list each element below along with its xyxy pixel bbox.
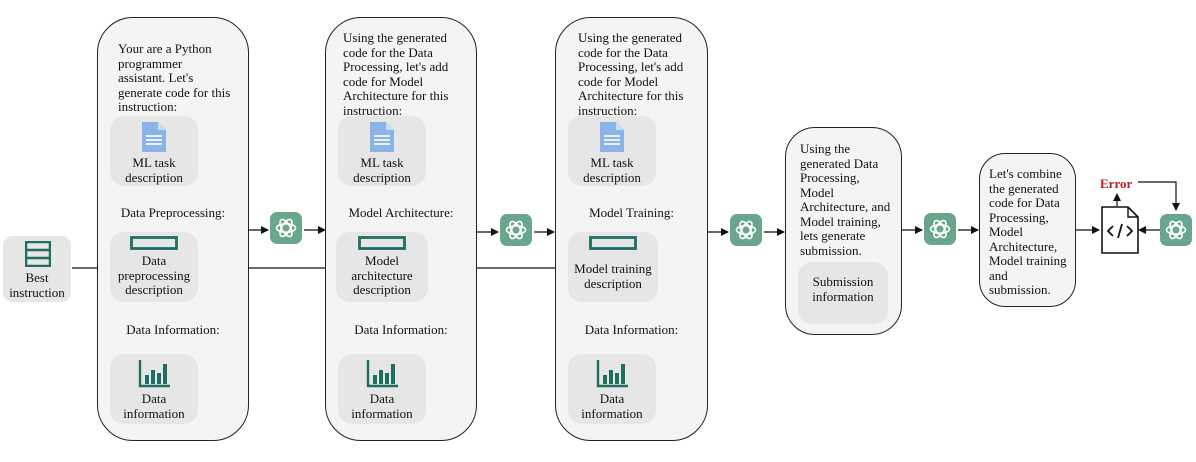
panel-combine: Let's combine the generated code for Dat… — [979, 153, 1076, 307]
document-icon — [600, 122, 624, 152]
form-field-icon — [130, 236, 178, 250]
panel2-intro: Using the generated code for the Data Pr… — [343, 30, 449, 118]
panel1-task-label: ML task description — [125, 155, 183, 185]
panel2-task-label: ML task description — [353, 155, 411, 185]
panel3-mid-card: Model training description — [568, 232, 658, 302]
panel2-section-title: Model Architecture: — [348, 205, 454, 220]
panel2-mid-label: Model architecture description — [351, 253, 413, 297]
panel1-info-label: Data information — [123, 391, 185, 421]
form-field-icon — [358, 236, 406, 250]
panel-model-training: Using the generated code for the Data Pr… — [555, 17, 708, 441]
openai-logo-icon — [735, 220, 757, 240]
panel-data-preprocessing: Your are a Python programmer assistant. … — [97, 17, 249, 441]
panel2-info-label: Data information — [351, 391, 413, 421]
panel3-mid-label: Model training description — [574, 261, 652, 291]
form-field-icon — [25, 241, 51, 267]
panel2-task-card: ML task description — [338, 116, 426, 186]
best-instruction-box: Best instruction — [3, 236, 71, 302]
form-field-icon — [589, 236, 637, 250]
error-label: Error — [1100, 176, 1133, 191]
panel1-section-title: Data Preprocessing: — [120, 205, 226, 220]
panel1-mid-card: Data preprocessing description — [110, 232, 198, 302]
error-loop-line — [1138, 181, 1180, 211]
bar-chart-icon — [138, 360, 170, 388]
code-file-icon — [1101, 206, 1139, 254]
llm-node-3 — [730, 214, 762, 246]
panel3-intro: Using the generated code for the Data Pr… — [578, 30, 684, 118]
document-icon — [142, 122, 166, 152]
panel1-info-card: Data information — [110, 354, 198, 424]
panel2-info-card: Data information — [338, 354, 426, 424]
openai-logo-icon — [275, 218, 297, 238]
panel1-task-card: ML task description — [110, 116, 198, 186]
bar-chart-icon — [366, 360, 398, 388]
panel-submission: Using the generated Data Processing, Mod… — [785, 127, 902, 335]
llm-node-5 — [1160, 214, 1192, 246]
panel3-task-label: ML task description — [583, 155, 641, 185]
llm-node-1 — [270, 212, 302, 244]
best-instruction-label: Best instruction — [9, 270, 65, 300]
openai-logo-icon — [505, 220, 527, 240]
panel1-intro: Your are a Python programmer assistant. … — [118, 41, 231, 114]
panel-model-architecture: Using the generated code for the Data Pr… — [325, 17, 477, 441]
submission-card: Submission information — [798, 262, 888, 324]
panel3-info-card: Data information — [568, 354, 656, 424]
panel3-info-title: Data Information: — [584, 322, 679, 337]
panel4-intro: Using the generated Data Processing, Mod… — [800, 141, 891, 258]
document-icon — [370, 122, 394, 152]
panel2-mid-card: Model architecture description — [336, 232, 428, 302]
panel3-section-title: Model Training: — [589, 205, 674, 220]
panel1-mid-label: Data preprocessing description — [117, 253, 191, 297]
panel3-info-label: Data information — [581, 391, 643, 421]
llm-node-4 — [924, 213, 956, 245]
bar-chart-icon — [596, 360, 628, 388]
panel1-info-title: Data Information: — [126, 322, 220, 337]
llm-node-2 — [500, 214, 532, 246]
panel2-info-title: Data Information: — [354, 322, 448, 337]
openai-logo-icon — [1165, 220, 1187, 240]
panel3-task-card: ML task description — [568, 116, 656, 186]
openai-logo-icon — [929, 219, 951, 239]
panel5-text: Let's combine the generated code for Dat… — [989, 166, 1067, 297]
submission-card-label: Submission information — [812, 274, 874, 304]
